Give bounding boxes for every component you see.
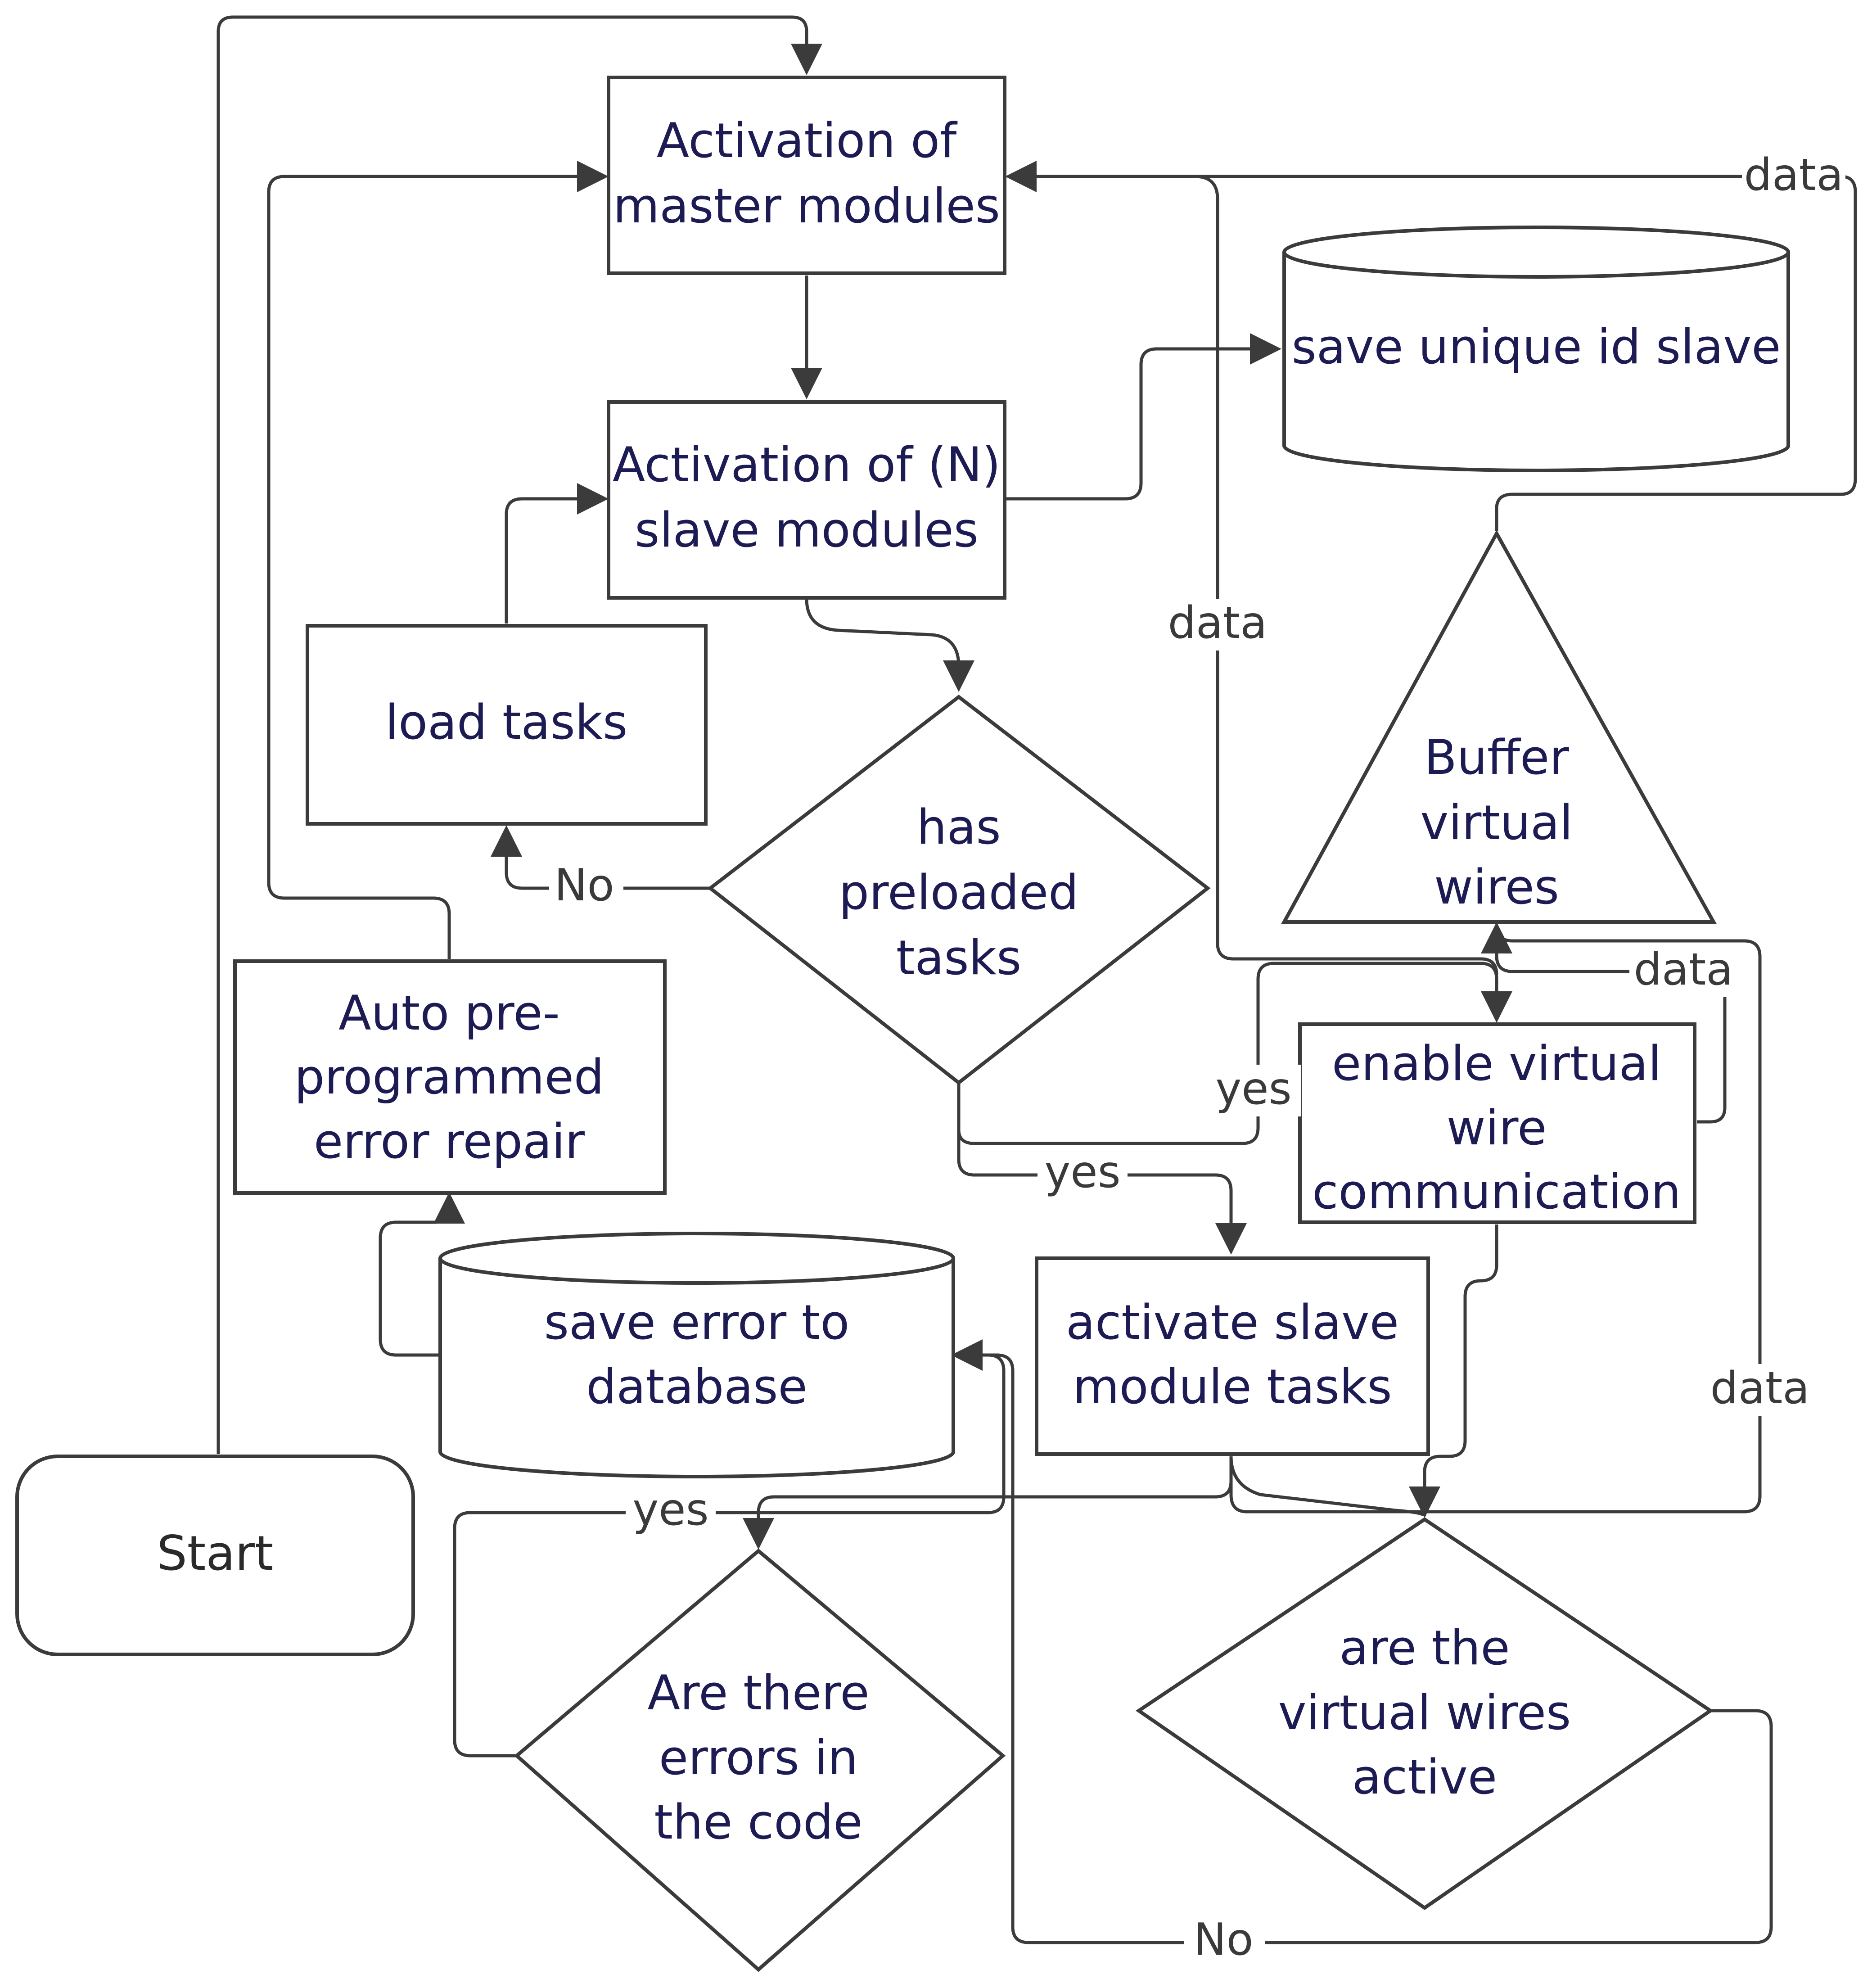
preloaded-line-1: has xyxy=(916,800,1001,855)
edge-errors-q-to-save-error xyxy=(453,1339,1006,1758)
edge-label-yes-enable: yes xyxy=(1215,1063,1291,1115)
auto-error-repair-node: Auto pre- programmed error repair xyxy=(233,959,667,1195)
edge-label-data-buffer: data xyxy=(1634,944,1733,995)
save-unique-id-label: save unique id slave xyxy=(1291,319,1781,375)
edge-enable-vw-to-vw-active xyxy=(1409,1224,1498,1518)
buffer-line-3: wires xyxy=(1434,859,1559,915)
edge-label-no-preloaded: No xyxy=(554,860,614,911)
edge-label-yes-activate: yes xyxy=(1044,1147,1120,1198)
edge-labels: data data data data No yes yes yes No xyxy=(549,149,1845,1969)
save-unique-id-database: save unique id slave xyxy=(1282,226,1790,472)
vw-active-line-3: active xyxy=(1352,1749,1497,1805)
enable-vw-line-2: wire xyxy=(1447,1100,1547,1156)
edge-vw-active-to-save-error xyxy=(954,1353,1773,1944)
edge-preloaded-to-enable-vw xyxy=(957,962,1512,1145)
auto-repair-line-3: error repair xyxy=(314,1114,585,1169)
edge-load-tasks-to-slave xyxy=(505,483,609,624)
start-label: Start xyxy=(157,1526,274,1581)
activate-tasks-line-2: module tasks xyxy=(1073,1359,1392,1414)
preloaded-tasks-decision: has preloaded tasks xyxy=(707,694,1211,1085)
buffer-line-1: Buffer xyxy=(1424,730,1569,785)
edge-start-to-master xyxy=(217,15,822,1454)
edge-activate-to-vw-active xyxy=(1229,1456,1426,1517)
slave-activation-line-1: Activation of (N) xyxy=(613,437,1001,492)
buffer-virtual-wires-node: Buffer virtual wires xyxy=(1281,529,1717,924)
edge-label-yes-errors: yes xyxy=(632,1484,708,1536)
edge-master-to-enable-vw-data xyxy=(1195,175,1498,975)
edge-preloaded-to-load-tasks xyxy=(491,825,710,890)
vw-active-line-1: are the xyxy=(1339,1620,1510,1676)
edges xyxy=(217,15,1857,1944)
errors-q-line-3: the code xyxy=(654,1794,862,1850)
auto-repair-line-1: Auto pre- xyxy=(338,985,560,1041)
edge-auto-repair-to-master xyxy=(267,161,609,959)
auto-repair-line-2: programmed xyxy=(294,1049,604,1105)
virtual-wires-active-decision: are the virtual wires active xyxy=(1135,1517,1714,1910)
preloaded-line-2: preloaded xyxy=(839,865,1079,920)
edge-label-data-mid: data xyxy=(1168,597,1268,649)
vw-active-line-2: virtual wires xyxy=(1278,1685,1571,1740)
buffer-line-2: virtual xyxy=(1421,795,1573,850)
slave-activation-node: Activation of (N) slave modules xyxy=(607,400,1006,600)
errors-q-line-2: errors in xyxy=(659,1730,858,1785)
start-node: Start xyxy=(15,1455,415,1656)
load-tasks-node: load tasks xyxy=(306,624,708,826)
enable-vw-line-3: communication xyxy=(1312,1164,1681,1220)
activate-slave-tasks-node: activate slave module tasks xyxy=(1035,1256,1430,1456)
edge-label-no-vw: No xyxy=(1193,1914,1253,1965)
preloaded-line-3: tasks xyxy=(896,930,1021,985)
master-activation-node: Activation of master modules xyxy=(607,76,1006,275)
activate-tasks-line-1: activate slave xyxy=(1066,1295,1399,1350)
edge-slave-to-save-id xyxy=(1004,333,1281,501)
master-activation-line-2: master modules xyxy=(613,178,1000,234)
edge-vw-active-to-buffer-data xyxy=(1229,925,1762,1514)
save-error-database: save error to database xyxy=(438,1232,955,1478)
enable-vw-line-1: enable virtual xyxy=(1332,1036,1661,1091)
slave-activation-line-2: slave modules xyxy=(635,502,979,558)
nodes: Start Activation of master modules Activ… xyxy=(15,76,1790,1972)
errors-in-code-decision: Are there errors in the code xyxy=(514,1548,1006,1972)
edge-save-error-to-auto-repair xyxy=(379,1192,465,1357)
errors-q-line-1: Are there xyxy=(647,1665,869,1721)
edge-label-data-bottom: data xyxy=(1710,1363,1810,1414)
master-activation-line-1: Activation of xyxy=(657,113,958,168)
edge-slave-to-preloaded xyxy=(805,598,974,692)
save-error-line-1: save error to xyxy=(544,1295,850,1350)
load-tasks-label: load tasks xyxy=(385,695,628,750)
enable-virtual-wire-node: enable virtual wire communication xyxy=(1298,1022,1696,1224)
edge-activate-to-errors-q xyxy=(743,1456,1233,1550)
edge-label-data-top: data xyxy=(1744,149,1844,201)
save-error-line-2: database xyxy=(586,1359,807,1414)
edge-buffer-to-master-data xyxy=(1005,161,1857,531)
